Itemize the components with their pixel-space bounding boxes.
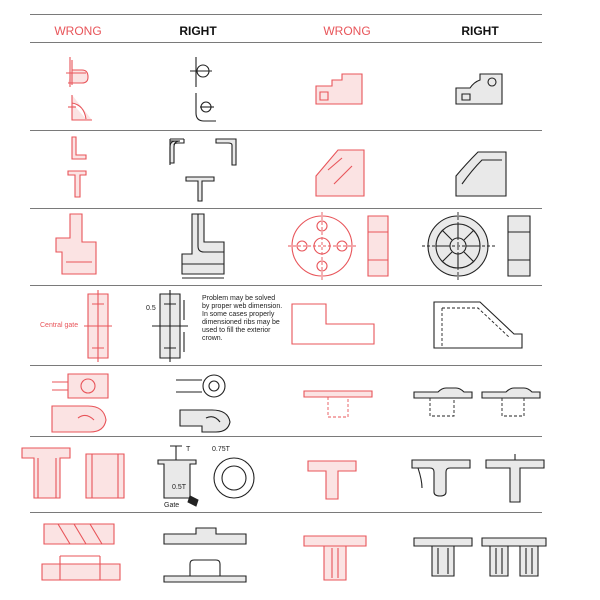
flange-right-drawing	[157, 445, 255, 507]
tee-right-drawing	[411, 454, 545, 503]
insert-right-drawing	[413, 537, 547, 577]
hub-right-drawing	[176, 374, 231, 433]
row-divider-1	[30, 130, 542, 131]
insert-wrong-drawing	[303, 535, 367, 581]
bracket-right-drawing	[455, 73, 503, 105]
central-gate-label: Central gate	[40, 322, 79, 329]
dim-t-label: T	[186, 446, 191, 453]
top-rule	[30, 14, 542, 15]
row-divider-6	[30, 512, 542, 513]
wheel-wrong-drawing	[288, 212, 389, 280]
plate-boss-wrong-drawing	[303, 390, 373, 418]
boss-wrong-drawing	[55, 213, 97, 275]
step-block-right-drawing	[433, 301, 523, 349]
l-t-section-wrong-drawing	[67, 136, 87, 198]
step-block-wrong-drawing	[291, 303, 375, 345]
hub-wrong-drawing	[51, 373, 109, 433]
header-right-left: RIGHT	[179, 24, 217, 38]
central-gate-right-drawing	[152, 290, 188, 362]
wheel-right-drawing	[422, 212, 531, 280]
row-divider-3	[30, 285, 542, 286]
dim-05-label: 0.5	[146, 305, 156, 312]
header-rule	[30, 42, 542, 43]
boss-right-drawing	[181, 213, 225, 279]
dim-075t-label: 0.75T	[212, 446, 230, 453]
row-divider-4	[30, 365, 542, 366]
dim-05t-label: 0.5T	[172, 484, 187, 491]
row-divider-5	[30, 436, 542, 437]
ramp-wrong-drawing	[315, 149, 365, 197]
header-wrong-left: WRONG	[54, 24, 102, 38]
web-dimension-note: Problem may be solved by proper web dime…	[202, 295, 283, 342]
rib-junction-right-drawing	[190, 57, 216, 122]
plate-boss-right-drawing	[413, 387, 541, 417]
base-wrong-drawing	[41, 523, 121, 581]
header-wrong-right: WRONG	[323, 24, 371, 38]
ramp-right-drawing	[455, 151, 507, 197]
central-gate-wrong-drawing	[84, 290, 112, 362]
bracket-wrong-drawing	[315, 73, 363, 105]
rib-junction-wrong-drawing	[66, 57, 92, 121]
flange-wrong-drawing	[21, 447, 125, 499]
gate-label: Gate	[164, 502, 180, 509]
l-t-section-right-drawing	[169, 138, 237, 202]
base-right-drawing	[163, 527, 247, 583]
header-right-right: RIGHT	[461, 24, 499, 38]
row-divider-2	[30, 208, 542, 209]
tee-wrong-drawing	[307, 460, 357, 500]
